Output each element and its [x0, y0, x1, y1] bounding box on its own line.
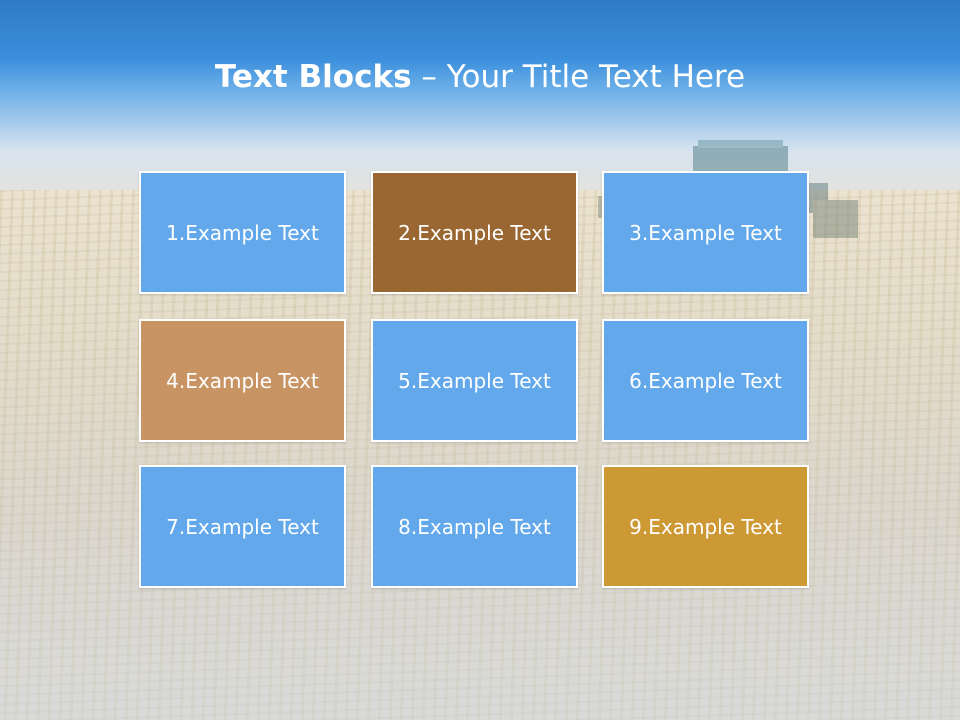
text-block-4[interactable]: 4.Example Text [139, 319, 346, 442]
text-block-1[interactable]: 1.Example Text [139, 171, 346, 294]
text-block-3[interactable]: 3.Example Text [602, 171, 809, 294]
title-separator: – [411, 59, 447, 95]
text-block-label: 6.Example Text [629, 368, 782, 393]
text-block-5[interactable]: 5.Example Text [371, 319, 578, 442]
text-block-label: 1.Example Text [166, 220, 319, 245]
text-block-label: 8.Example Text [398, 514, 551, 539]
text-block-label: 7.Example Text [166, 514, 319, 539]
text-block-label: 9.Example Text [629, 514, 782, 539]
title-rest: Your Title Text Here [446, 59, 746, 95]
text-block-label: 3.Example Text [629, 220, 782, 245]
title-bold-part: Text Blocks [214, 59, 412, 95]
text-block-label: 5.Example Text [398, 368, 551, 393]
text-block-2[interactable]: 2.Example Text [371, 171, 578, 294]
text-block-7[interactable]: 7.Example Text [139, 465, 346, 588]
text-block-6[interactable]: 6.Example Text [602, 319, 809, 442]
text-block-label: 4.Example Text [166, 368, 319, 393]
slide-title: Text Blocks – Your Title Text Here [0, 52, 960, 102]
text-block-label: 2.Example Text [398, 220, 551, 245]
text-block-9[interactable]: 9.Example Text [602, 465, 809, 588]
text-block-8[interactable]: 8.Example Text [371, 465, 578, 588]
